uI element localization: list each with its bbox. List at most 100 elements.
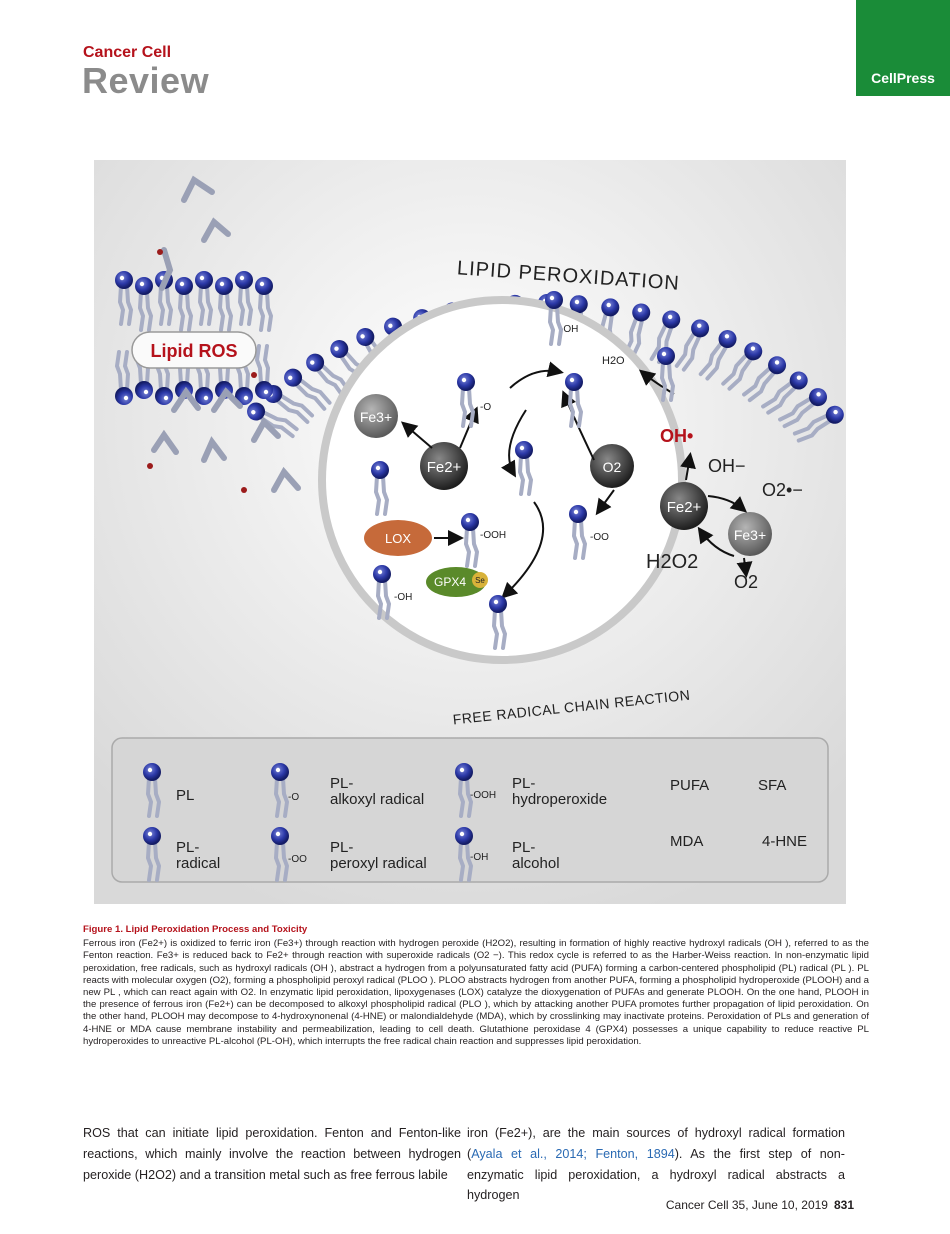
svg-text:hydroperoxide: hydroperoxide <box>512 791 607 808</box>
svg-text:-OH: -OH <box>394 592 412 603</box>
svg-text:4-HNE: 4-HNE <box>762 833 807 850</box>
citation-link[interactable]: Ayala et al., 2014; Fenton, 1894 <box>471 1146 675 1161</box>
membrane-phospholipid-icon <box>195 271 214 326</box>
svg-text:Fe3+: Fe3+ <box>360 409 392 425</box>
section-title: Review <box>82 60 210 101</box>
svg-text:-OO: -OO <box>288 854 307 865</box>
publisher-logo: CellPress <box>856 0 950 96</box>
membrane-phospholipid-icon <box>674 319 710 372</box>
o2-sphere: O2 <box>590 444 634 488</box>
membrane-phospholipid-icon <box>721 342 763 391</box>
legend-phospholipid-icon <box>455 763 474 818</box>
svg-text:PL-: PL- <box>330 775 353 792</box>
svg-text:PL-: PL- <box>512 775 535 792</box>
svg-text:PL-: PL- <box>512 839 535 856</box>
diagram-phospholipid-icon <box>515 441 534 496</box>
svg-text:Fe3+: Fe3+ <box>734 527 766 543</box>
h2o2-label: H2O2 <box>646 551 698 573</box>
figure-illustration: Lipid ROS LIPID PEROXIDATION FREE RADICA… <box>94 160 846 904</box>
fe3-sphere: Fe3+ <box>354 394 398 438</box>
legend-phospholipid-icon <box>271 827 290 882</box>
molecule-tags: -OH H2O -O -OOH -OO -OH <box>394 324 625 603</box>
legend-phospholipid-icon <box>143 763 162 818</box>
membrane-phospholipid-icon <box>235 271 254 326</box>
svg-text:-OO: -OO <box>590 532 609 543</box>
fenton-fe2-sphere: Fe2+ <box>660 482 708 530</box>
page-footer: Cancer Cell 35, June 10, 2019 831 <box>666 1198 854 1212</box>
legend: PL PL- alkoxyl radical PL- hydroperoxide… <box>176 775 807 872</box>
figure-caption: Figure 1. Lipid Peroxidation Process and… <box>83 924 869 1048</box>
diagram-phospholipid-icon <box>457 373 476 428</box>
radical-dots <box>147 249 257 493</box>
footer-citation: Cancer Cell 35, June 10, 2019 <box>665 1198 828 1212</box>
svg-text:peroxyl radical: peroxyl radical <box>330 855 427 872</box>
svg-text:Fe2+: Fe2+ <box>427 459 462 476</box>
o2-product-label: O2 <box>734 572 758 592</box>
membrane-phospholipid-icon <box>255 277 274 332</box>
membrane-phospholipid-icon <box>114 350 133 405</box>
diagram-phospholipid-icon <box>373 565 392 620</box>
membrane-phospholipid-icon <box>792 405 844 443</box>
svg-text:-OH: -OH <box>560 324 578 335</box>
svg-text:-O: -O <box>480 402 491 413</box>
peroxidation-circle <box>318 296 686 664</box>
svg-text:Fe2+: Fe2+ <box>667 499 702 516</box>
membrane-phospholipid-icon <box>778 388 828 429</box>
lipid-ros-label: Lipid ROS <box>151 341 238 361</box>
membrane-phospholipid-icon <box>284 368 332 411</box>
membrane-phospholipid-icon <box>215 277 234 332</box>
fenton-arrows <box>680 452 753 578</box>
membrane-phospholipid-icon <box>623 303 651 359</box>
svg-text:PL: PL <box>176 787 194 804</box>
svg-text:-OOH: -OOH <box>480 530 506 541</box>
svg-text:radical: radical <box>176 855 220 872</box>
membrane-phospholipid-icon <box>742 356 787 403</box>
diagram-phospholipid-icon <box>569 505 588 560</box>
legend-tags: -O -OOH -OO -OH <box>288 790 496 865</box>
lipid-ros-badge: Lipid ROS <box>131 331 257 369</box>
legend-phospholipid-icon <box>271 763 290 818</box>
legend-phospholipid-icon <box>143 827 162 882</box>
body-column-left: ROS that can initiate lipid peroxidation… <box>83 1126 461 1182</box>
svg-text:PUFA: PUFA <box>670 777 709 794</box>
page-number: 831 <box>833 1198 854 1212</box>
svg-text:Se: Se <box>475 576 485 585</box>
svg-text:alkoxyl radical: alkoxyl radical <box>330 791 424 808</box>
svg-text:-OH: -OH <box>470 852 488 863</box>
membrane-phospholipid-icon <box>761 371 808 415</box>
membrane-phospholipid-icon <box>698 330 737 381</box>
svg-text:O2: O2 <box>603 459 622 475</box>
gpx4-enzyme: GPX4 Se <box>426 567 488 597</box>
body-text: iron (Fe2+), are the main sources of hyd… <box>467 1126 845 1161</box>
legend-phospholipid-icon <box>455 827 474 882</box>
fe2-sphere: Fe2+ <box>420 442 468 490</box>
body-column-right: iron (Fe2+), are the main sources of hyd… <box>467 1123 845 1206</box>
svg-text:-O: -O <box>288 792 299 803</box>
membrane-phospholipid-icon <box>254 344 273 399</box>
diagram-phospholipid-icon <box>371 461 390 516</box>
hydroxide-label: OH− <box>708 456 746 476</box>
lox-enzyme: LOX <box>364 520 432 556</box>
svg-text:H2O: H2O <box>602 355 625 367</box>
diagram-phospholipid-icon <box>461 513 480 568</box>
lipid-fragments <box>151 175 301 493</box>
membrane-phospholipid-icon <box>135 277 154 332</box>
membrane-phospholipid-icon <box>175 277 194 332</box>
svg-text:LOX: LOX <box>385 531 411 546</box>
svg-text:-OOH: -OOH <box>470 790 496 801</box>
svg-text:alcohol: alcohol <box>512 855 560 872</box>
fenton-fe3-sphere: Fe3+ <box>728 512 772 556</box>
svg-text:PL-: PL- <box>330 839 353 856</box>
membrane-phospholipid-icon <box>306 353 352 399</box>
diagram-phospholipid-icon <box>489 595 508 650</box>
svg-text:GPX4: GPX4 <box>434 575 466 589</box>
svg-text:SFA: SFA <box>758 777 786 794</box>
journal-name: Cancer Cell <box>83 44 172 61</box>
superoxide-label: O2•− <box>762 480 803 500</box>
figure-1: Lipid ROS LIPID PEROXIDATION FREE RADICA… <box>94 160 846 904</box>
svg-text:PL-: PL- <box>176 839 199 856</box>
body-text: ). As the first step of non-enzymatic li… <box>467 1146 845 1203</box>
diagram-phospholipid-icon <box>545 291 564 346</box>
hydroxyl-radical-label: OH• <box>660 426 693 446</box>
diagram-phospholipid-icon <box>565 373 584 428</box>
